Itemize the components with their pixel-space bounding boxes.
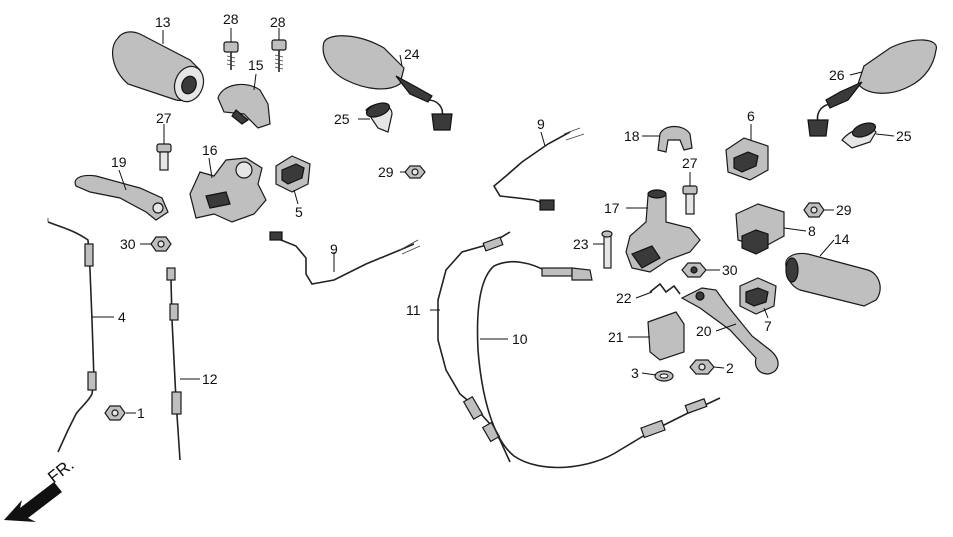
switch-left [275, 155, 311, 193]
pivot-pin [601, 230, 613, 269]
callout-29-b: 29 [836, 202, 852, 218]
mirror-right [807, 39, 937, 137]
nut-29-center [404, 165, 426, 179]
callout-17: 17 [604, 200, 620, 216]
callout-28-b: 28 [270, 14, 286, 30]
callout-3: 3 [631, 365, 639, 381]
callout-13: 13 [155, 14, 171, 30]
callout-25-b: 25 [896, 128, 912, 144]
callout-6: 6 [747, 108, 755, 124]
brake-lever-right [680, 287, 779, 375]
nut-right-30 [681, 262, 707, 278]
callout-25-a: 25 [334, 111, 350, 127]
bolt-left [156, 143, 172, 171]
callout-20: 20 [696, 323, 712, 339]
throttle-pipe [217, 83, 271, 129]
screw-left-b [271, 39, 287, 72]
nut-right-29 [803, 202, 825, 218]
front-direction-arrow [4, 482, 62, 522]
callout-16: 16 [202, 142, 218, 158]
clamp-18 [657, 125, 693, 153]
callout-26: 26 [829, 67, 845, 83]
wire-harness-right [492, 127, 585, 211]
callout-1: 1 [137, 405, 145, 421]
brake-lever-left [74, 174, 169, 221]
callout-30-a: 30 [120, 236, 136, 252]
callout-22: 22 [616, 290, 632, 306]
right-grip [785, 252, 881, 307]
nut-right-2 [689, 359, 715, 375]
callout-15: 15 [248, 57, 264, 73]
master-cylinder [625, 189, 701, 273]
leader-lines [92, 28, 895, 414]
mirror-cap-left [365, 102, 393, 133]
left-grip [111, 31, 205, 103]
switch-right-top [725, 137, 769, 181]
mirror-cap-right [841, 122, 877, 149]
mirror-left [322, 35, 453, 131]
callout-21: 21 [608, 329, 624, 345]
callout-9-a: 9 [330, 241, 338, 257]
callout-5: 5 [295, 204, 303, 220]
callout-9-b: 9 [537, 116, 545, 132]
callout-27-b: 27 [682, 155, 698, 171]
switch-right-7 [739, 277, 777, 315]
cable-left-4 [47, 218, 97, 453]
callout-12: 12 [202, 371, 218, 387]
washer-3 [654, 370, 674, 382]
front-direction-label: FR. [44, 455, 77, 487]
callout-29-a: 29 [378, 164, 394, 180]
callout-27-a: 27 [156, 110, 172, 126]
wire-harness-left [269, 231, 421, 285]
cable-right-11 [437, 231, 511, 463]
callout-11: 11 [406, 302, 421, 318]
callout-4: 4 [118, 309, 126, 325]
screw-left-a [223, 41, 239, 70]
callout-30-b: 30 [722, 262, 738, 278]
nut-left-30 [150, 236, 172, 252]
callout-24: 24 [404, 46, 420, 62]
cable-left-12 [166, 267, 182, 461]
callout-2: 2 [726, 360, 734, 376]
callout-18: 18 [624, 128, 640, 144]
spring-22 [649, 282, 681, 295]
cable-right-10 [476, 260, 721, 469]
switch-right-8 [735, 203, 785, 255]
callout-23: 23 [573, 236, 589, 252]
throttle-housing [189, 157, 267, 223]
callout-7: 7 [764, 318, 772, 334]
callout-19: 19 [111, 154, 127, 170]
nut-left-1 [104, 405, 126, 421]
callout-28-a: 28 [223, 11, 239, 27]
callout-8: 8 [808, 223, 816, 239]
callout-14: 14 [834, 231, 850, 247]
callout-10: 10 [512, 331, 528, 347]
bolt-right [682, 185, 698, 215]
lever-cover [647, 311, 685, 361]
